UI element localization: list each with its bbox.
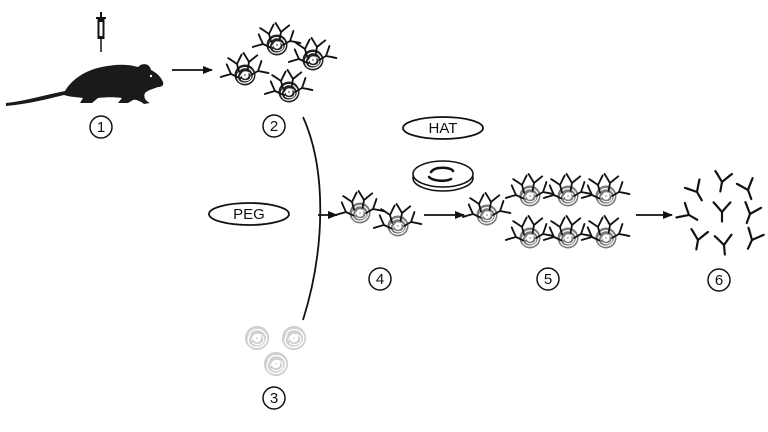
step-6-label: 6 xyxy=(715,272,723,289)
petri-dish-icon xyxy=(412,160,474,192)
antibody-icon xyxy=(710,170,734,194)
myeloma-cell xyxy=(281,325,306,350)
hybridoma-cell xyxy=(506,216,554,249)
fusion-curve xyxy=(302,116,322,321)
monoclonal-antibodies xyxy=(675,170,765,257)
b-cell xyxy=(221,53,269,86)
myeloma-cell xyxy=(244,325,269,350)
hybridoma-cell xyxy=(582,216,630,249)
b-cell xyxy=(289,38,337,71)
hybridoma-cell xyxy=(506,174,554,207)
hat-reagent: HAT xyxy=(402,116,484,140)
hybridoma-cell xyxy=(336,191,384,224)
syringe-icon xyxy=(96,12,106,52)
b-cell xyxy=(253,23,301,56)
hybridoma-pair xyxy=(336,191,422,237)
peg-reagent: PEG xyxy=(208,202,290,226)
antibody-icon xyxy=(683,178,711,206)
step-1: 1 xyxy=(89,115,113,139)
step-5: 5 xyxy=(536,267,560,291)
antibody-icon xyxy=(675,201,703,229)
step-1-label: 1 xyxy=(97,119,105,136)
antibody-icon xyxy=(686,228,710,252)
step-4: 4 xyxy=(368,267,392,291)
peg-label: PEG xyxy=(233,206,265,223)
step-3-label: 3 xyxy=(270,390,278,407)
myeloma-cells xyxy=(244,325,306,376)
hybridoma-cell xyxy=(582,174,630,207)
hybridoma-cell xyxy=(544,174,592,207)
step-5-label: 5 xyxy=(544,271,552,288)
hat-label: HAT xyxy=(429,120,458,137)
step-2-label: 2 xyxy=(270,118,278,135)
antibody-icon xyxy=(737,201,763,227)
antibody-icon xyxy=(739,226,765,254)
antibody-icon xyxy=(712,201,732,223)
step-2: 2 xyxy=(262,114,286,138)
b-cell xyxy=(265,70,313,103)
b-cell-cluster xyxy=(221,23,337,103)
selected-clones xyxy=(463,174,630,249)
mouse-icon xyxy=(6,64,164,106)
myeloma-cell xyxy=(263,351,288,376)
hybridoma-cell xyxy=(544,216,592,249)
step-6: 6 xyxy=(707,268,731,292)
step-4-label: 4 xyxy=(376,271,384,288)
step-3: 3 xyxy=(262,386,286,410)
hybridoma-cell xyxy=(463,193,511,226)
hybridoma-cell xyxy=(374,204,422,237)
antibody-icon xyxy=(713,233,735,257)
antibody-icon xyxy=(735,177,761,203)
